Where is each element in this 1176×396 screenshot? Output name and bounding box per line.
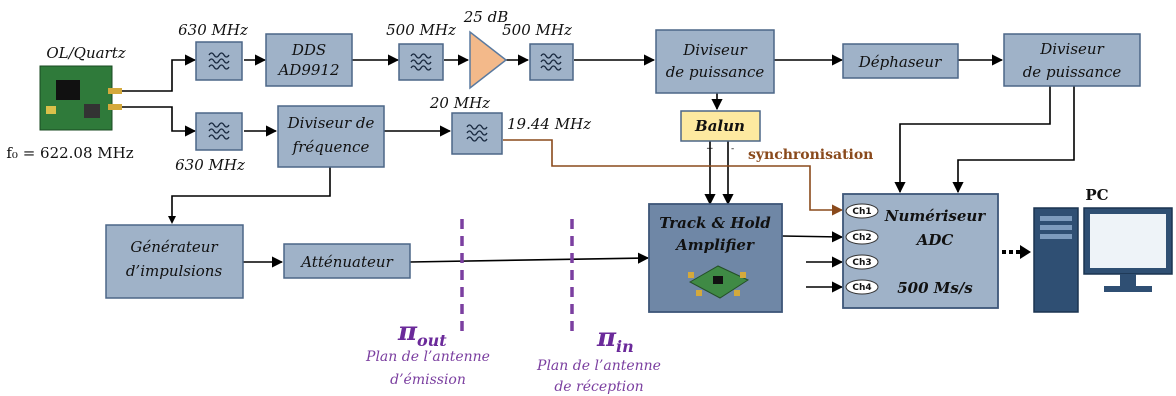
balun-plus: + bbox=[706, 144, 714, 154]
power-divider-1: Diviseur de puissance bbox=[655, 29, 775, 94]
filter-20: 20 MHz 19.44 MHz bbox=[429, 94, 591, 155]
pc-label: PC bbox=[1085, 186, 1108, 204]
frequency-divider-label-1: Diviseur de bbox=[287, 114, 375, 132]
plane-out-symbol: π bbox=[397, 317, 418, 347]
plane-in: π in Plan de l’antenne de réception bbox=[536, 219, 661, 395]
power-divider-2-label-2: de puissance bbox=[1023, 63, 1122, 81]
attenuator: Atténuateur bbox=[283, 243, 411, 279]
filter-20-label: 20 MHz bbox=[429, 94, 490, 112]
channel-ch3-label: Ch3 bbox=[852, 258, 871, 268]
attenuator-label: Atténuateur bbox=[299, 253, 393, 271]
wires bbox=[122, 54, 1075, 293]
f0-label: f₀ = 622.08 MHz bbox=[6, 144, 133, 162]
plane-out: π out Plan de l’antenne d’émission bbox=[365, 219, 490, 388]
filter-500-a: 500 MHz bbox=[386, 21, 456, 81]
channel-ch3: Ch3 bbox=[845, 254, 879, 270]
amplifier-25db: 25 dB bbox=[463, 8, 508, 90]
frequency-divider-label-2: fréquence bbox=[292, 138, 370, 156]
plane-in-subscript: in bbox=[616, 337, 634, 356]
filter-500-b-label: 500 MHz bbox=[502, 21, 572, 39]
adc-label-1: Numériseur bbox=[884, 207, 987, 225]
filter-630-bottom-label: 630 MHz bbox=[175, 156, 245, 174]
channel-ch2: Ch2 bbox=[845, 229, 879, 245]
dds-label-2: AD9912 bbox=[276, 61, 339, 79]
plane-out-subscript: out bbox=[417, 331, 447, 350]
dds-block: DDS AD9912 bbox=[265, 33, 353, 87]
balun-minus: - bbox=[731, 144, 734, 154]
plane-in-label-1: Plan de l’antenne bbox=[536, 358, 661, 374]
plane-in-symbol: π bbox=[596, 323, 617, 353]
filter-500-a-label: 500 MHz bbox=[386, 21, 456, 39]
power-divider-2-label-1: Diviseur bbox=[1039, 40, 1104, 58]
adc-rate-label: 500 Ms/s bbox=[897, 279, 973, 297]
phase-shifter-label: Déphaseur bbox=[858, 53, 942, 71]
filter-630-bottom: 630 MHz bbox=[175, 112, 245, 174]
power-divider-2: Diviseur de puissance bbox=[1003, 33, 1141, 87]
channel-ch4-label: Ch4 bbox=[852, 283, 871, 293]
oscillator-board: OL/Quartz f₀ = 622.08 MHz bbox=[6, 44, 133, 162]
track-hold-label-2: Amplifier bbox=[674, 236, 755, 254]
adc-block: Numériseur ADC 500 Ms/s Ch1 Ch2 Ch3 Ch4 bbox=[842, 193, 999, 309]
channel-ch1: Ch1 bbox=[845, 203, 879, 219]
frequency-divider: Diviseur de fréquence bbox=[277, 105, 385, 168]
phase-shifter: Déphaseur bbox=[842, 43, 959, 79]
pulse-generator-label-2: d’impulsions bbox=[126, 262, 223, 280]
filter-500-b: 500 MHz bbox=[502, 21, 574, 81]
oscillator-label: OL/Quartz bbox=[46, 44, 125, 62]
plane-in-label-2: de réception bbox=[554, 379, 643, 395]
power-divider-1-label-2: de puissance bbox=[666, 63, 765, 81]
channel-ch1-label: Ch1 bbox=[852, 207, 871, 217]
dds-label-1: DDS bbox=[291, 41, 326, 59]
balun-label: Balun bbox=[694, 117, 745, 135]
balun-block: Balun + - bbox=[680, 110, 761, 154]
freq-1944-label: 19.44 MHz bbox=[507, 115, 591, 133]
track-hold-label-1: Track & Hold bbox=[659, 214, 771, 232]
amplifier-gain-label: 25 dB bbox=[463, 8, 508, 26]
power-divider-1-label-1: Diviseur bbox=[682, 41, 747, 59]
pulse-generator: Générateur d’impulsions bbox=[105, 224, 244, 299]
track-hold-board-image bbox=[688, 265, 750, 299]
channel-ch4: Ch4 bbox=[845, 279, 879, 295]
pc-icon: PC bbox=[1033, 186, 1173, 313]
filter-630-top: 630 MHz bbox=[178, 21, 248, 81]
track-hold-amplifier: Track & Hold Amplifier bbox=[648, 203, 783, 313]
channel-ch2-label: Ch2 bbox=[852, 233, 871, 243]
filter-630-top-label: 630 MHz bbox=[178, 21, 248, 39]
sync-label: synchronisation bbox=[748, 147, 873, 163]
adc-to-pc-arrow bbox=[1002, 245, 1031, 259]
pulse-generator-label-1: Générateur bbox=[130, 238, 218, 256]
plane-out-label-2: d’émission bbox=[390, 372, 466, 388]
plane-out-label-1: Plan de l’antenne bbox=[365, 349, 490, 365]
adc-label-2: ADC bbox=[915, 231, 954, 249]
